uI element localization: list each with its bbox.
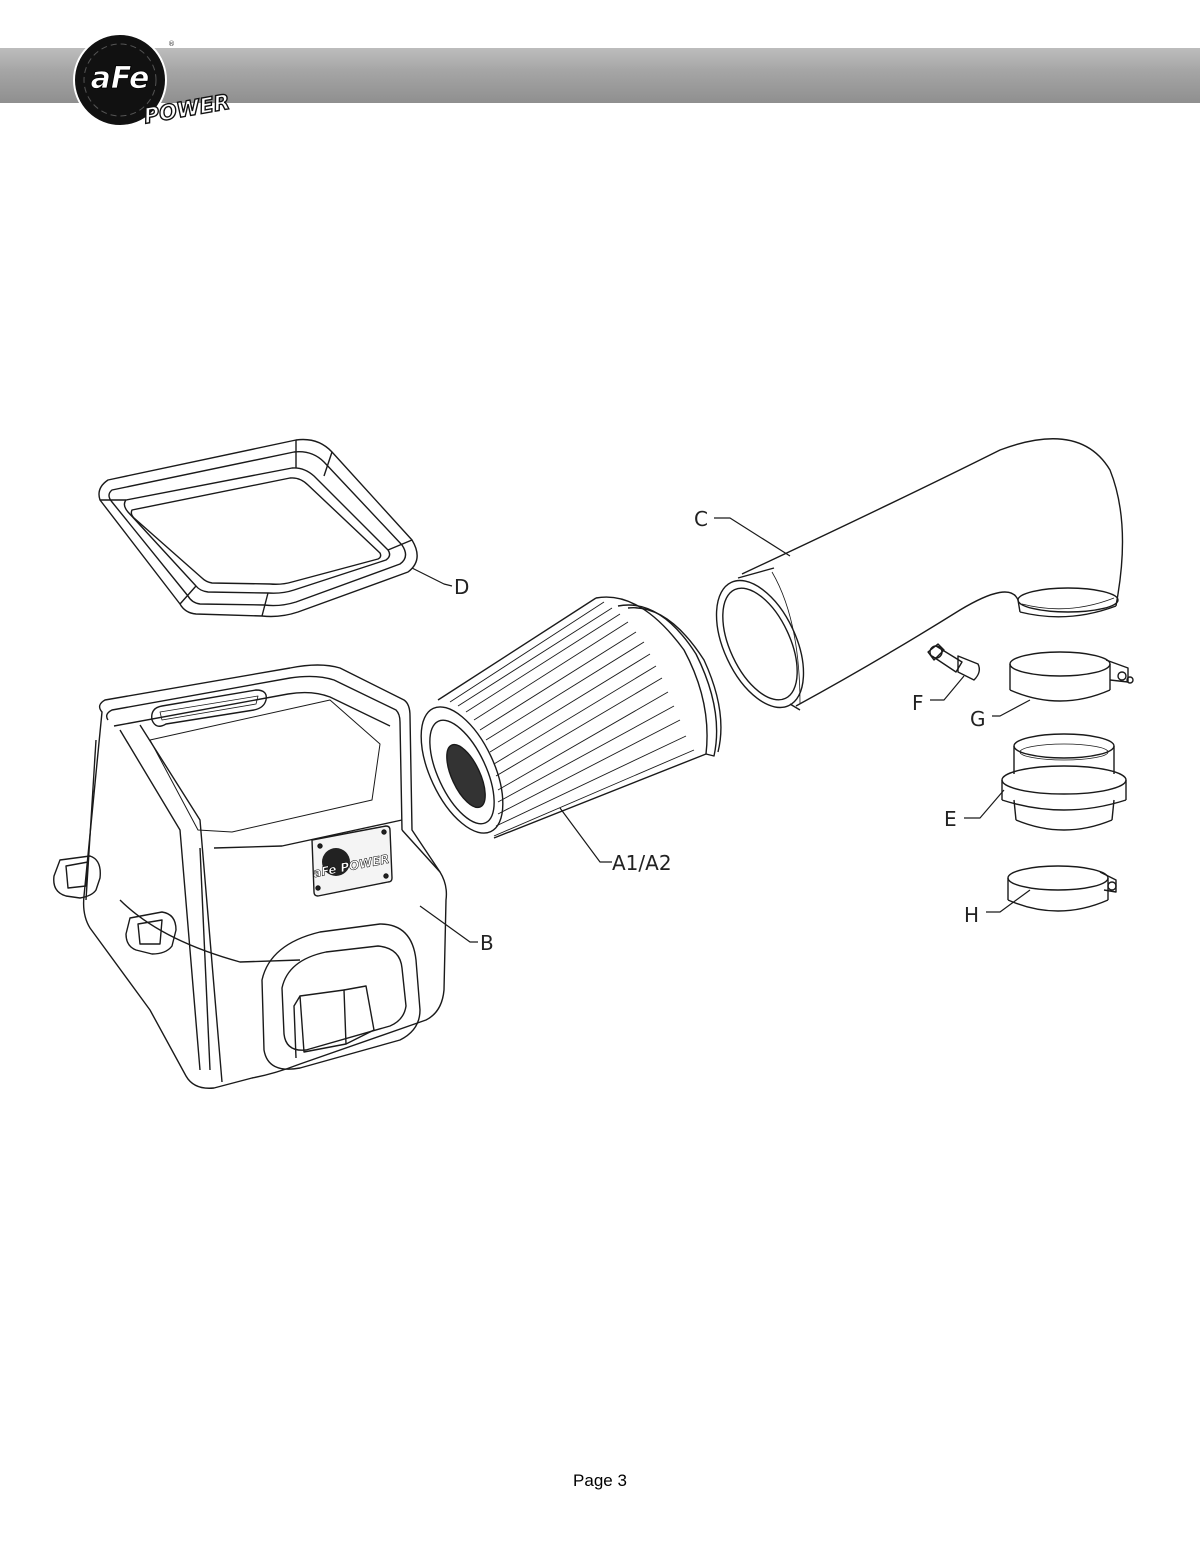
label-a: A1/A2 [612, 851, 672, 875]
label-e: E [944, 807, 957, 831]
header-bar [0, 48, 1200, 103]
part-g-clamp [1009, 651, 1134, 702]
part-f-fitting [927, 643, 981, 681]
label-b: B [480, 931, 494, 955]
afe-power-logo: aFe POWER ® [73, 33, 232, 129]
label-g: G [970, 707, 986, 731]
svg-text:®: ® [168, 40, 175, 48]
label-d: D [454, 575, 469, 599]
part-a-filter [420, 596, 722, 839]
part-b-airbox: aFe POWER [53, 664, 448, 1089]
callout-leaders [411, 517, 1031, 943]
logo-text-top: aFe [91, 61, 150, 96]
part-c-intake-tube [715, 438, 1124, 711]
airbox-logo-plate: aFe POWER [311, 825, 393, 897]
label-c: C [694, 507, 708, 531]
part-e-coupler [1001, 733, 1127, 831]
part-h-clamp [1007, 865, 1117, 912]
label-f: F [912, 691, 924, 715]
label-h: H [964, 903, 979, 927]
part-d-gasket [98, 438, 418, 618]
page-number: Page 3 [573, 1471, 627, 1490]
